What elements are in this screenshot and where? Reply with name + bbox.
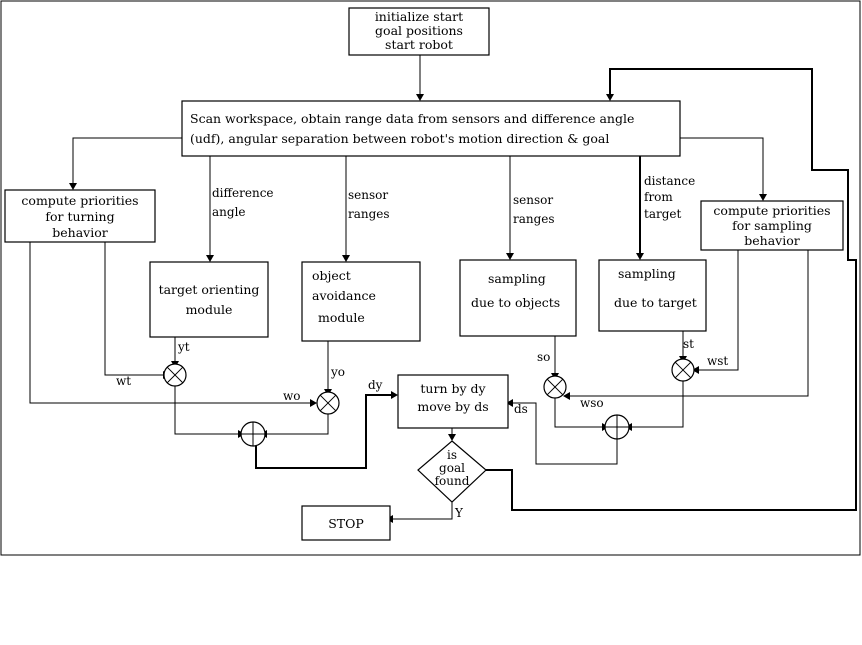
init-line-2: goal positions <box>375 23 463 38</box>
label-yes: Y <box>454 506 464 520</box>
multiplier-yt <box>163 363 187 387</box>
decision-line-2: goal <box>439 461 465 475</box>
sampling-priorities-line-2: for sampling <box>732 218 812 233</box>
label-distance: distance <box>644 174 695 188</box>
label-so: so <box>537 350 550 364</box>
summer-turning <box>240 421 266 447</box>
label-from: from <box>644 190 673 204</box>
multiplier-so <box>543 375 567 399</box>
sampling-objects-line-2: due to objects <box>471 295 560 310</box>
turn-priorities-line-1: compute priorities <box>21 193 138 208</box>
decision-line-1: is <box>447 448 457 462</box>
scan-line-1: Scan workspace, obtain range data from s… <box>190 111 634 126</box>
init-box: initialize start goal positions start ro… <box>348 7 490 56</box>
label-angle: angle <box>212 205 246 219</box>
turn-priorities-box: compute priorities for turning behavior <box>4 189 156 243</box>
summer-sampling <box>604 414 630 440</box>
label-wst: wst <box>707 354 728 368</box>
object-avoidance-line-1: object <box>312 268 351 283</box>
label-wso: wso <box>580 396 604 410</box>
sampling-priorities-box: compute priorities for sampling behavior <box>700 200 844 251</box>
label-st: st <box>683 337 694 351</box>
sampling-target-line-2: due to target <box>614 295 697 310</box>
label-difference: difference <box>212 186 274 200</box>
multiplier-yo <box>316 391 340 415</box>
label-target: target <box>644 207 681 221</box>
label-ranges-right: ranges <box>513 212 555 226</box>
sampling-target-box: sampling due to target <box>598 259 707 332</box>
target-orienting-box: target orienting module <box>149 261 269 338</box>
turn-move-box: turn by dy move by ds <box>397 374 509 429</box>
init-line-3: start robot <box>385 37 453 52</box>
label-wt: wt <box>116 374 131 388</box>
sampling-objects-box: sampling due to objects <box>459 259 577 337</box>
turn-priorities-line-2: for turning <box>45 209 114 224</box>
object-avoidance-line-3: module <box>318 310 365 325</box>
turn-move-line-2: move by ds <box>417 399 488 414</box>
label-yo: yo <box>330 365 345 379</box>
turn-priorities-line-3: behavior <box>52 225 107 240</box>
scan-box: Scan workspace, obtain range data from s… <box>181 100 681 157</box>
label-sensor-right: sensor <box>513 193 553 207</box>
turn-move-line-1: turn by dy <box>420 381 486 396</box>
object-avoidance-box: object avoidance module <box>301 261 421 342</box>
diagram-frame <box>0 0 861 556</box>
label-ds: ds <box>514 402 528 416</box>
label-sensor-left: sensor <box>348 188 388 202</box>
decision-diamond: is goal found <box>417 440 487 503</box>
edge-labels: difference angle sensor ranges sensor ra… <box>116 174 728 520</box>
stop-box: STOP <box>301 505 391 541</box>
target-orienting-line-1: target orienting <box>159 282 260 297</box>
label-wo: wo <box>283 389 301 403</box>
object-avoidance-line-2: avoidance <box>312 288 376 303</box>
sampling-priorities-line-3: behavior <box>744 233 799 248</box>
decision-line-3: found <box>435 474 470 488</box>
connectors <box>29 55 857 520</box>
label-yt: yt <box>177 340 190 354</box>
init-line-1: initialize start <box>375 9 463 24</box>
sampling-priorities-line-1: compute priorities <box>713 203 830 218</box>
stop-label: STOP <box>328 516 364 531</box>
multiplier-st <box>671 358 695 382</box>
label-dy: dy <box>368 378 383 392</box>
sampling-objects-line-1: sampling <box>488 271 546 286</box>
label-ranges-left: ranges <box>348 207 390 221</box>
target-orienting-line-2: module <box>186 302 233 317</box>
sampling-target-line-1: sampling <box>618 266 676 281</box>
scan-line-2: (udf), angular separation between robot'… <box>190 131 609 146</box>
